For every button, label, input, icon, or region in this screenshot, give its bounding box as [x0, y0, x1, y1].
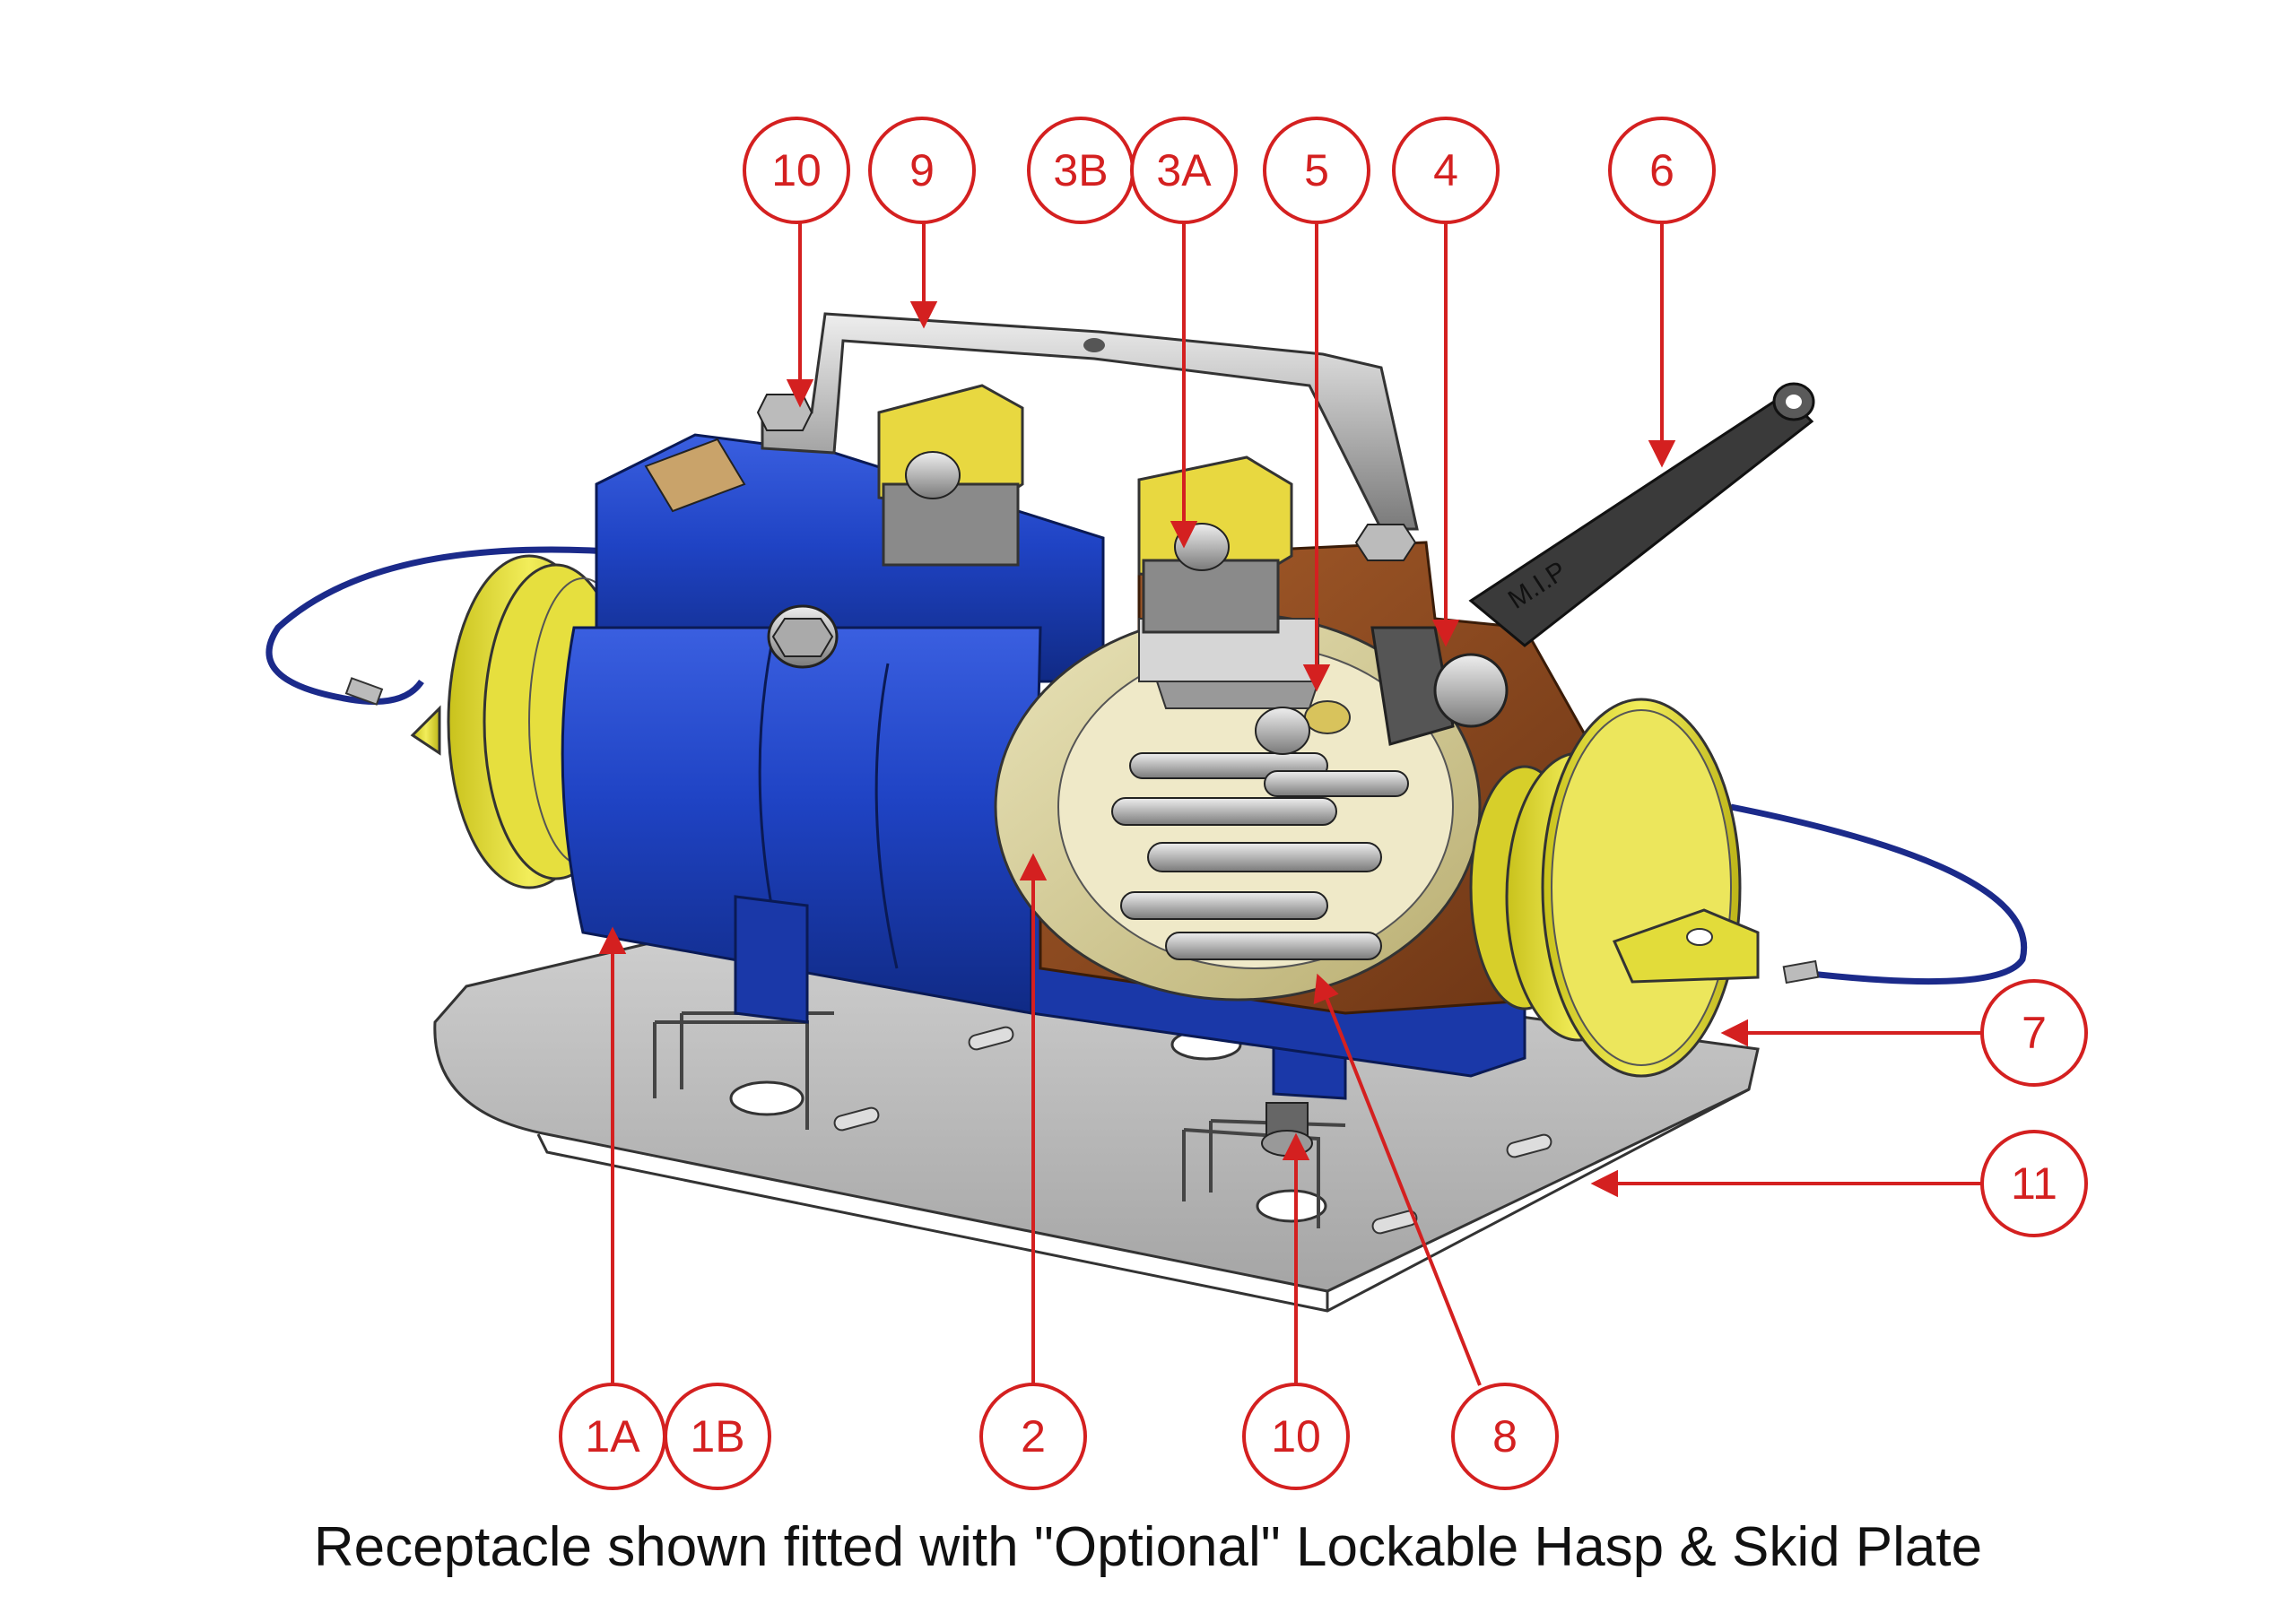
callouts: 10 9 3B 3A 5 4 6 7: [559, 117, 2088, 1490]
svg-text:1A: 1A: [585, 1411, 640, 1462]
callout-1b: 1B: [664, 1383, 771, 1490]
right-dust-cap: [1469, 698, 1760, 1078]
svg-text:10: 10: [771, 145, 822, 195]
plate-hole: [729, 1080, 804, 1116]
svg-text:3B: 3B: [1053, 145, 1108, 195]
callout-4: 4: [1392, 117, 1500, 224]
plate-hole: [1256, 1189, 1327, 1223]
callout-1a: 1A: [559, 1383, 666, 1490]
svg-text:2: 2: [1021, 1411, 1046, 1462]
svg-text:4: 4: [1433, 145, 1458, 195]
svg-text:7: 7: [2022, 1008, 2047, 1058]
svg-text:10: 10: [1271, 1411, 1321, 1462]
callout-7: 7: [1980, 979, 2088, 1087]
callout-2: 2: [979, 1383, 1087, 1490]
contact-pins: [1111, 752, 1409, 960]
callout-3b: 3B: [1027, 117, 1135, 224]
callout-10-bottom: 10: [1242, 1383, 1350, 1490]
callout-6: 6: [1608, 117, 1716, 224]
svg-text:6: 6: [1649, 145, 1674, 195]
callout-8: 8: [1451, 1383, 1559, 1490]
callout-leaders: [598, 222, 1984, 1386]
svg-text:8: 8: [1492, 1411, 1518, 1462]
micro-switch-left: [877, 384, 1024, 567]
micro-switch-right: [1137, 455, 1293, 634]
svg-text:11: 11: [2011, 1158, 2057, 1209]
svg-text:9: 9: [909, 145, 935, 195]
svg-text:5: 5: [1304, 145, 1329, 195]
svg-text:1B: 1B: [690, 1411, 744, 1462]
callout-9: 9: [868, 117, 976, 224]
callout-5: 5: [1263, 117, 1370, 224]
callout-3a: 3A: [1130, 117, 1238, 224]
figure-caption: Receptacle shown fitted with "Optional" …: [313, 1516, 1983, 1578]
callout-10-top: 10: [743, 117, 850, 224]
svg-text:3A: 3A: [1156, 145, 1212, 195]
operating-handle: M.I.P: [1468, 382, 1815, 647]
right-lanyard: [1730, 803, 2028, 985]
callout-11: 11: [1980, 1130, 2088, 1237]
